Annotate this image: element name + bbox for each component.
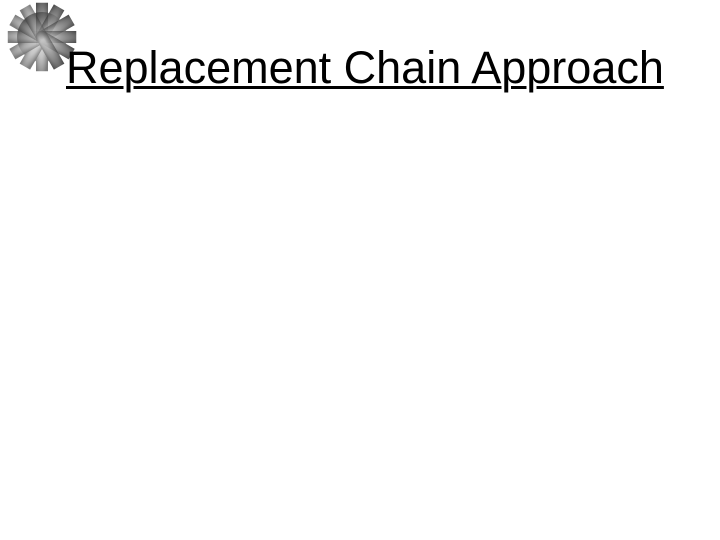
slide-title: Replacement Chain Approach [66, 42, 664, 93]
